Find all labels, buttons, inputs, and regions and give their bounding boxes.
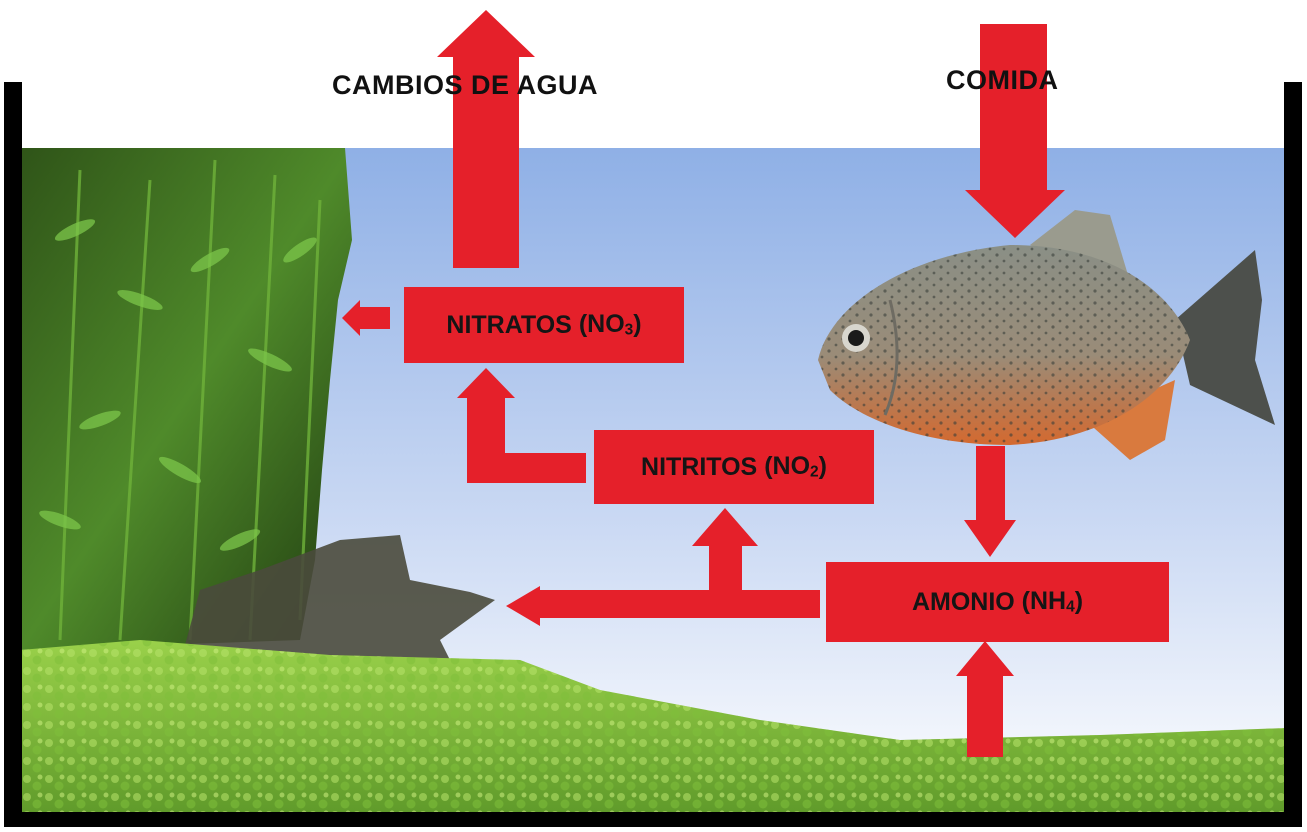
arrow-ammonium-to-nitrites [692, 508, 758, 600]
arrow-nitrates-to-plants [342, 300, 390, 336]
nitrites-formula: (NO2) [764, 452, 827, 481]
plant-leaves [58, 159, 322, 641]
arrow-substrate-to-ammonium [956, 641, 1014, 757]
tank-wall-left [4, 82, 22, 827]
tank-wall-right [1284, 82, 1302, 827]
label-water-changes: CAMBIOS DE AGUA [332, 70, 599, 100]
box-ammonium: AMONIO (NH4) [826, 562, 1169, 642]
nitrates-name: NITRATOS [446, 310, 572, 339]
box-nitrites: NITRITOS (NO2) [594, 430, 874, 504]
arrow-nitrites-to-nitrates [457, 368, 586, 483]
label-food: COMIDA [946, 65, 1059, 95]
ammonium-name: AMONIO [911, 587, 1015, 616]
arrow-food-down [965, 24, 1065, 238]
nitrites-name: NITRITOS [641, 452, 758, 481]
nitrates-formula: (NO3) [578, 310, 642, 339]
arrow-water-changes-up [437, 10, 535, 268]
tank-floor [4, 812, 1302, 827]
plant-leaf-fronds [39, 219, 317, 551]
ammonium-formula: (NH4) [1021, 587, 1084, 616]
box-nitrates: NITRATOS (NO3) [404, 287, 684, 363]
arrow-fish-to-ammonium [964, 446, 1016, 557]
fish [818, 210, 1275, 460]
